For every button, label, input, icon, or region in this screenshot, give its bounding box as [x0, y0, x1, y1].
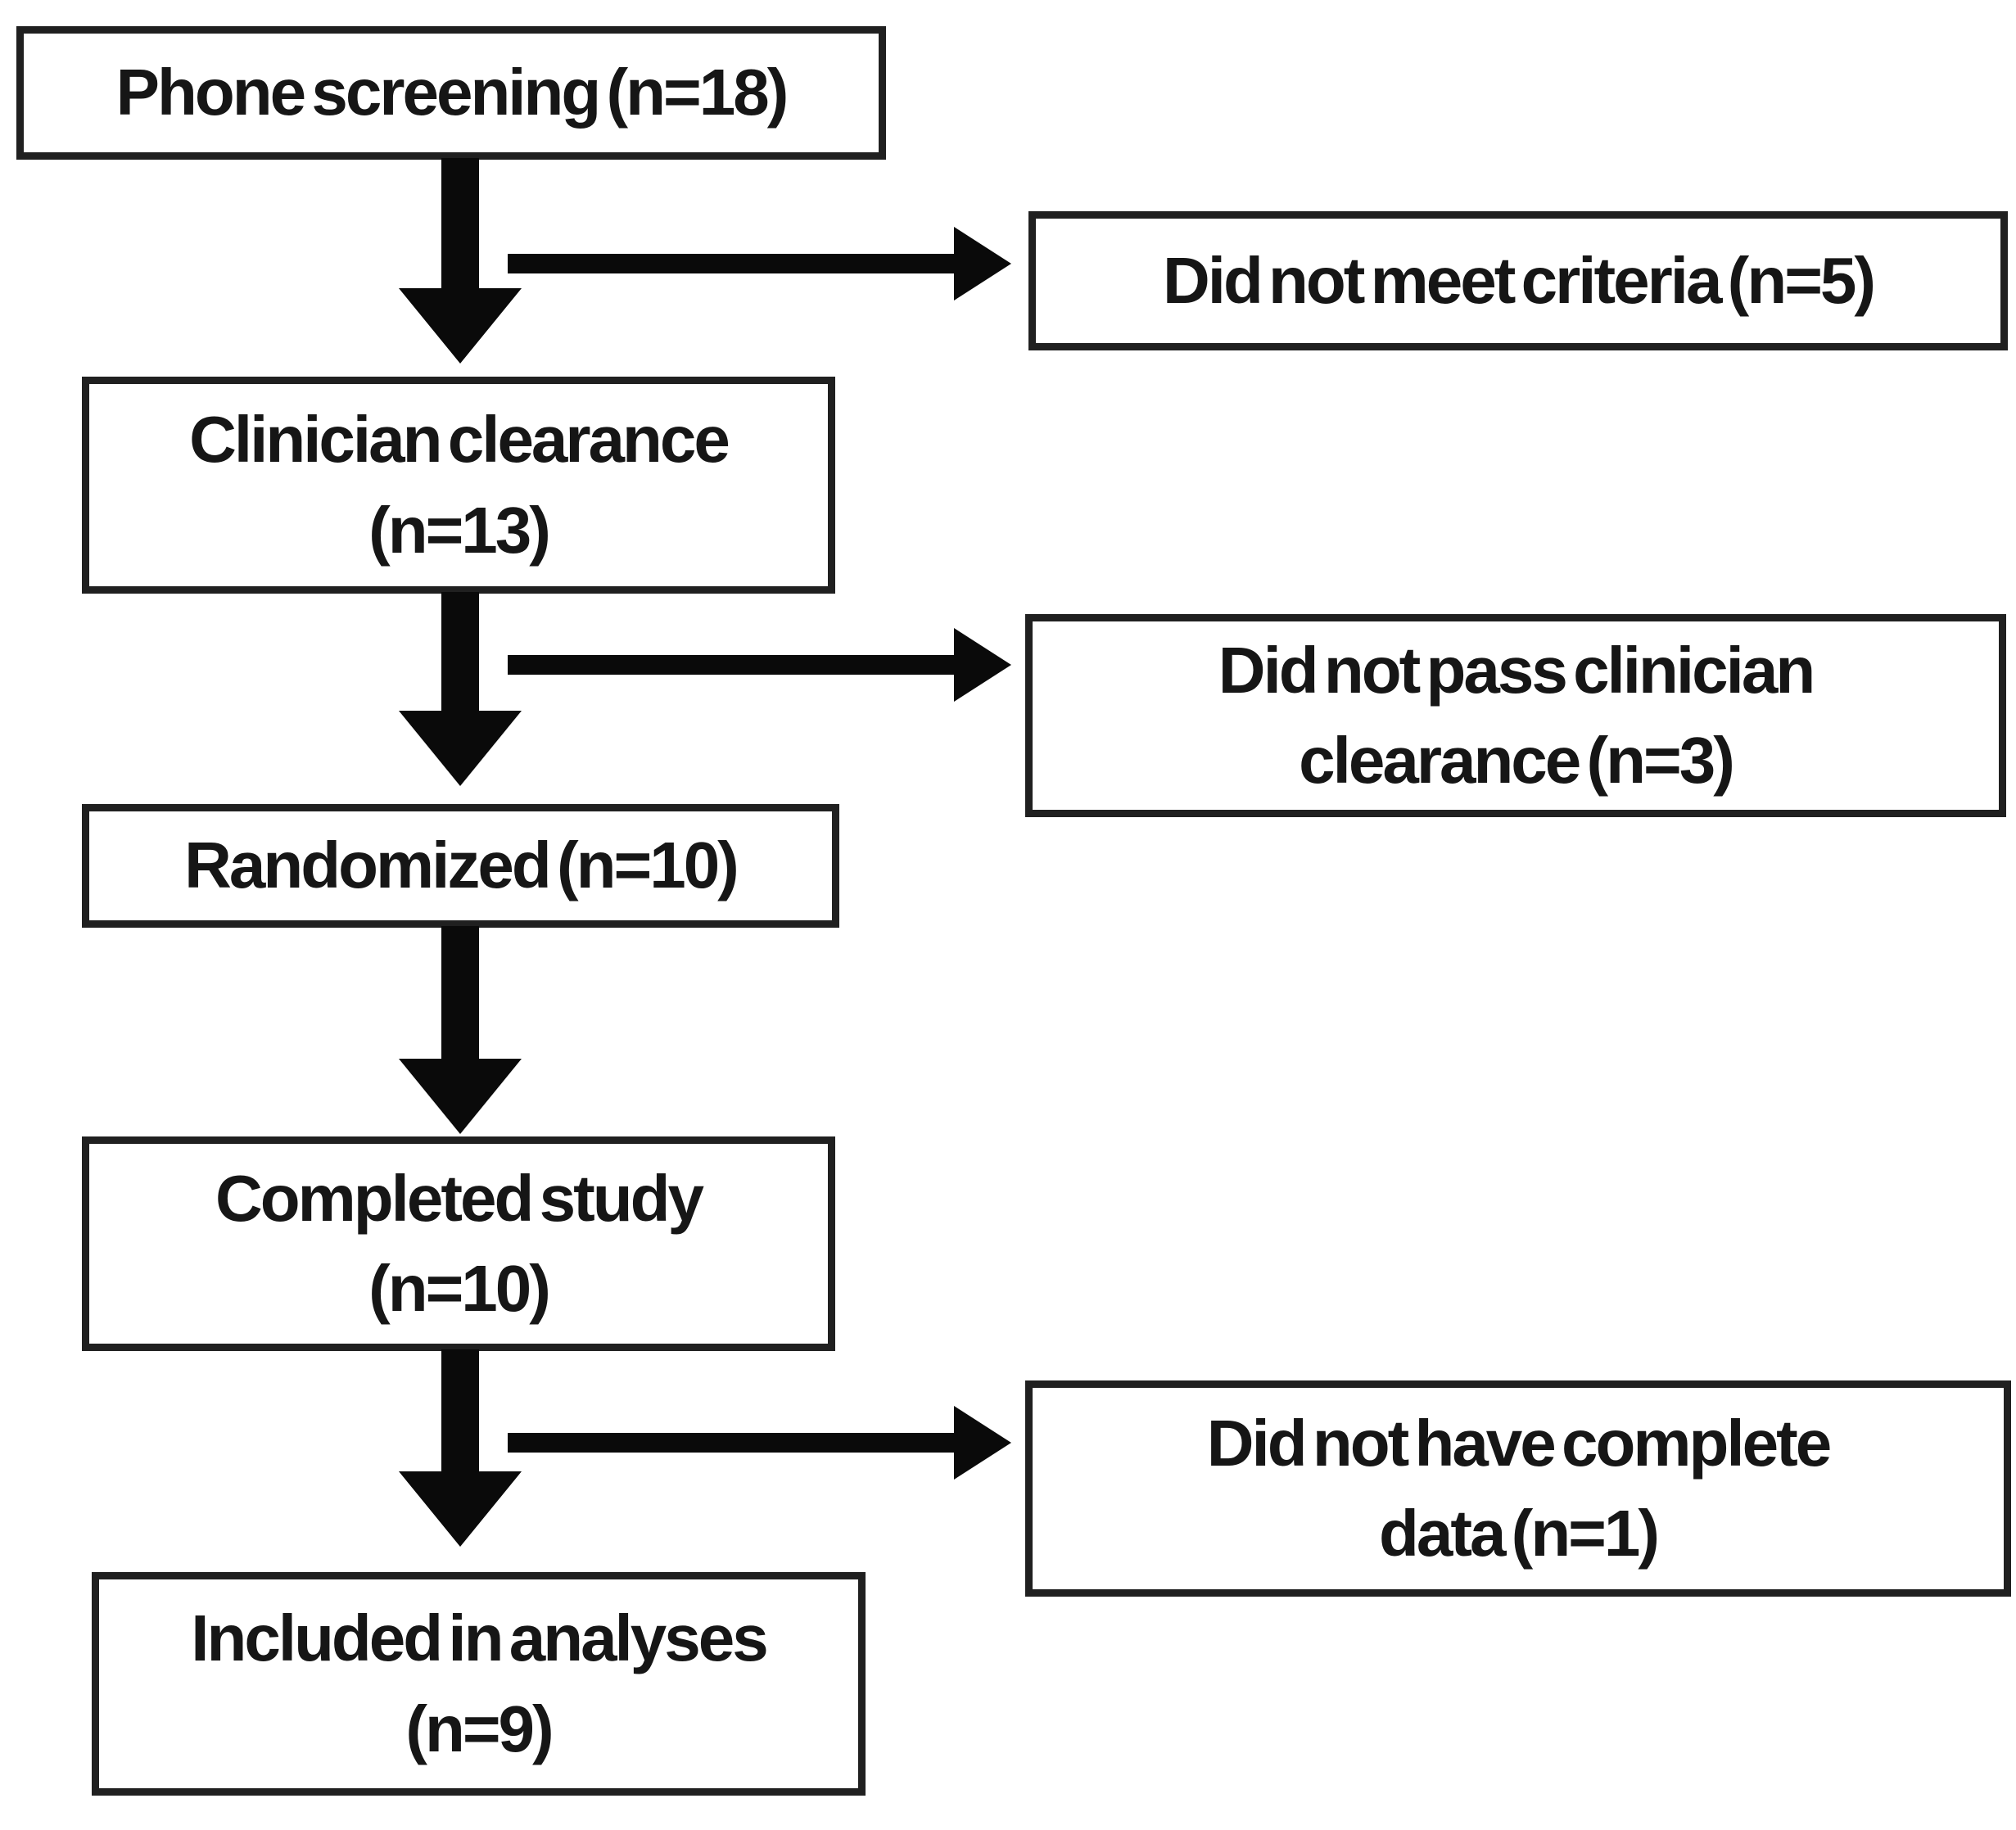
arrow-head-right-icon	[954, 227, 1011, 300]
node-did-not-have-complete-data-label: Did not have complete data (n=1)	[1206, 1406, 1832, 1570]
arrow-clinician-clearance-to-randomized	[399, 592, 522, 788]
arrow-completed-study-to-included-in-analyses	[399, 1349, 522, 1548]
arrow-shaft	[441, 1349, 479, 1474]
node-completed-study: Completed study (n=10)	[82, 1136, 835, 1351]
arrow-to-did-not-have-complete-data	[508, 1406, 1011, 1480]
arrow-shaft	[441, 158, 479, 291]
arrow-randomized-to-completed-study	[399, 926, 522, 1136]
arrow-head-down-icon	[399, 1059, 522, 1134]
arrow-to-did-not-pass-clinician-clearance	[508, 628, 1011, 702]
node-completed-study-label: Completed study (n=10)	[215, 1161, 704, 1325]
arrow-shaft	[441, 926, 479, 1061]
node-clinician-clearance-label: Clinician clearance (n=13)	[189, 403, 730, 567]
arrow-shaft	[441, 592, 479, 713]
arrow-head-right-icon	[954, 1406, 1011, 1480]
arrow-head-down-icon	[399, 288, 522, 364]
node-clinician-clearance: Clinician clearance (n=13)	[82, 377, 835, 594]
node-randomized: Randomized (n=10)	[82, 804, 839, 928]
arrow-head-right-icon	[954, 628, 1011, 702]
node-phone-screening: Phone screening (n=18)	[16, 26, 886, 160]
node-did-not-have-complete-data: Did not have complete data (n=1)	[1025, 1380, 2011, 1597]
arrow-head-down-icon	[399, 711, 522, 786]
node-did-not-pass-clinician-clearance-label: Did not pass clinician clearance (n=3)	[1218, 633, 1815, 797]
node-did-not-pass-clinician-clearance: Did not pass clinician clearance (n=3)	[1025, 614, 2006, 817]
node-phone-screening-label: Phone screening (n=18)	[115, 56, 789, 129]
node-did-not-meet-criteria: Did not meet criteria (n=5)	[1028, 211, 2008, 350]
node-included-in-analyses: Included in analyses (n=9)	[92, 1572, 866, 1796]
arrow-phone-screening-to-clinician-clearance	[399, 158, 522, 364]
node-did-not-meet-criteria-label: Did not meet criteria (n=5)	[1162, 243, 1876, 317]
arrow-to-did-not-meet-criteria	[508, 227, 1011, 300]
node-randomized-label: Randomized (n=10)	[184, 829, 739, 902]
arrow-shaft	[508, 254, 954, 273]
arrow-shaft	[508, 1433, 954, 1453]
arrow-head-down-icon	[399, 1471, 522, 1547]
node-included-in-analyses-label: Included in analyses (n=9)	[191, 1602, 768, 1765]
arrow-shaft	[508, 655, 954, 675]
